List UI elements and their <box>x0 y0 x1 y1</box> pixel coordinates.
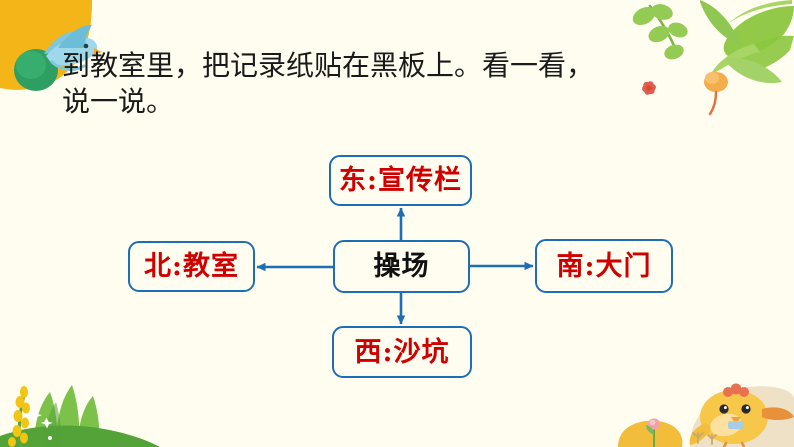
instruction-text: 到教室里，把记录纸贴在黑板上。看一看， 说一说。 <box>62 49 595 118</box>
node-east-bulletin-board[interactable]: 东:宣传栏 <box>329 155 472 206</box>
node-west-sandpit[interactable]: 西:沙坑 <box>332 326 472 378</box>
node-center-playground[interactable]: 操场 <box>333 240 470 293</box>
direction-diagram: 东:宣传栏 北:教室 操场 南:大门 西:沙坑 <box>110 145 690 380</box>
node-south-main-gate[interactable]: 南:大门 <box>535 239 673 293</box>
diagram-connectors <box>256 207 534 325</box>
node-north-classroom[interactable]: 北:教室 <box>128 241 255 292</box>
